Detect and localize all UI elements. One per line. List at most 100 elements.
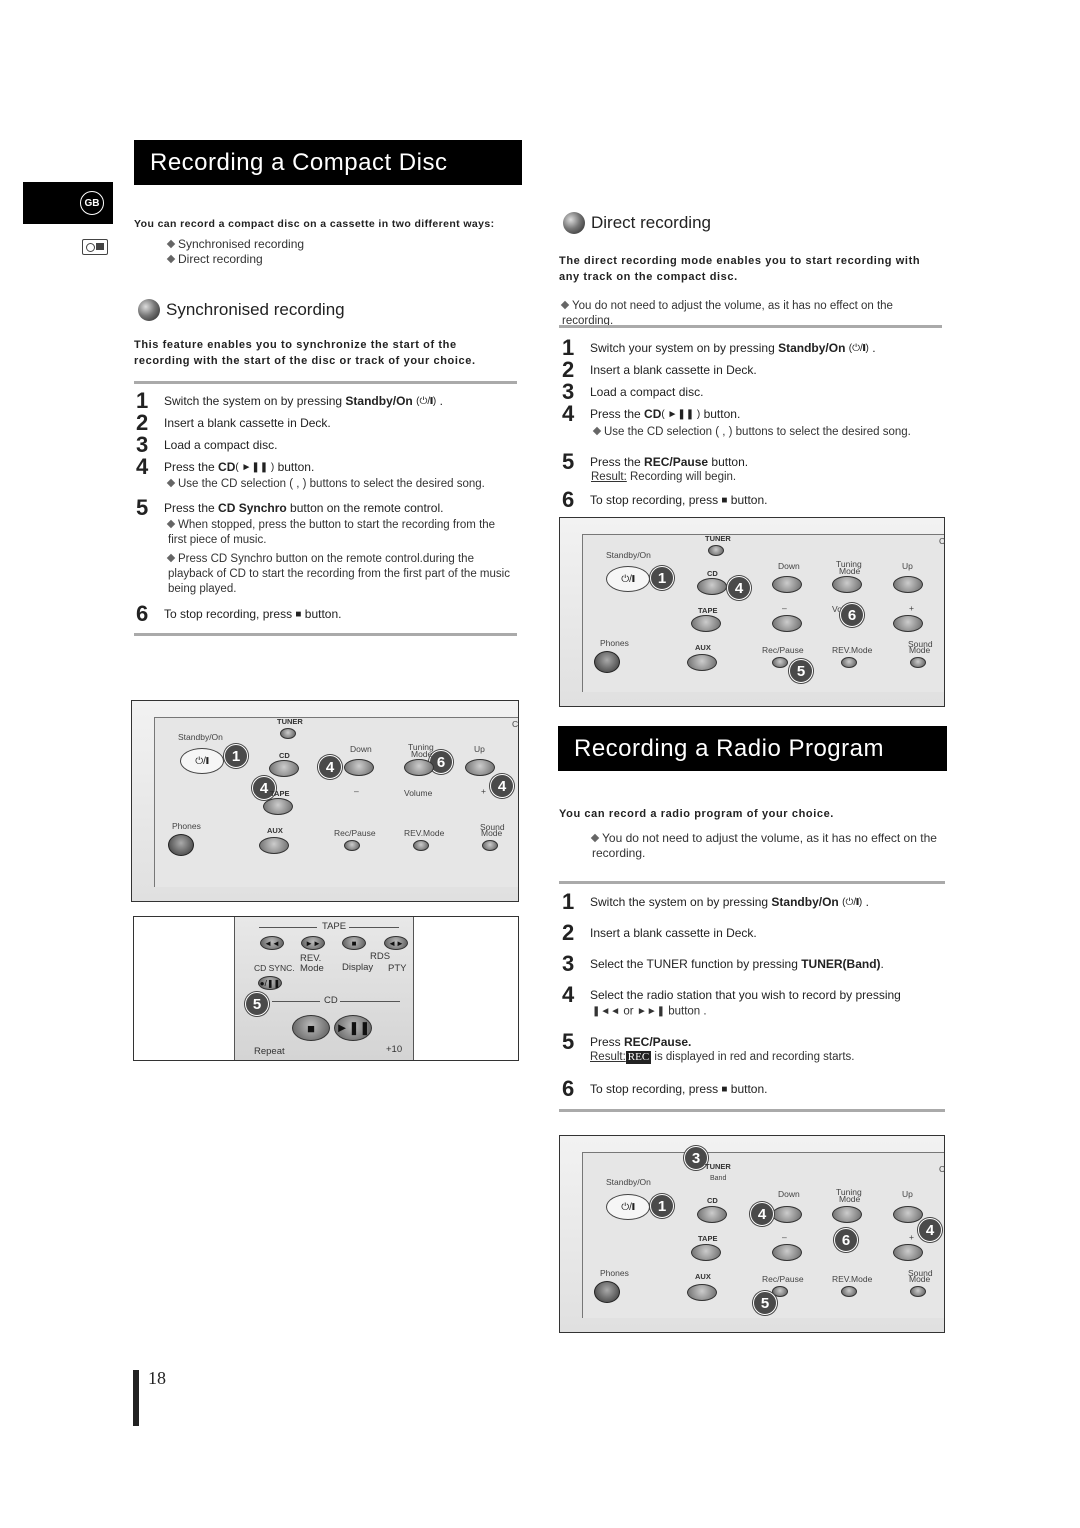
band-label: Band (710, 1175, 727, 1182)
stop-button[interactable] (832, 576, 862, 593)
cd-stop-button[interactable]: ■ (292, 1015, 330, 1041)
callout-6: 6 (834, 1228, 858, 1252)
sphere-icon (138, 299, 160, 321)
tape-button[interactable] (691, 615, 721, 632)
callout-4c: 4 (490, 774, 514, 798)
panel-edge-label: C (939, 536, 946, 546)
cd-play-button[interactable] (697, 1206, 727, 1223)
remote-pty-label: PTY (388, 963, 407, 974)
aux-label: AUX (695, 643, 711, 652)
power-icon: (⏻/❙) (416, 396, 437, 408)
remote-tape-line (259, 927, 317, 928)
band-button[interactable] (708, 545, 724, 556)
aux-button[interactable] (259, 837, 289, 854)
stop-button[interactable] (832, 1206, 862, 1223)
way-label: Synchronised recording (178, 237, 305, 251)
sound-mode-label: Mode (909, 1274, 931, 1284)
stop-button[interactable] (404, 759, 434, 776)
callout-4: 4 (750, 1202, 774, 1226)
sync-title: Synchronised recording (138, 299, 345, 321)
volume-down-button[interactable] (772, 1244, 802, 1261)
divider (559, 325, 942, 328)
phones-jack[interactable] (594, 651, 620, 673)
tape-label: TAPE (698, 1234, 718, 1243)
sound-mode-button[interactable] (910, 657, 926, 668)
rec-pause-button[interactable] (772, 1286, 788, 1297)
phones-label: Phones (600, 638, 629, 648)
remote-cd-sync-label: CD SYNC. (254, 963, 295, 973)
phones-jack[interactable] (168, 834, 194, 856)
standby-label: Standby/On (606, 1177, 651, 1187)
tuning-down-button[interactable] (772, 1206, 802, 1223)
sound-mode-button[interactable] (482, 840, 498, 851)
remote-cd-line (272, 1001, 320, 1002)
tuning-up-button[interactable] (893, 1206, 923, 1223)
panel-edge-label: C (512, 719, 519, 729)
rec-pause-button[interactable] (772, 657, 788, 668)
standby-button[interactable]: ⏻/❙ (606, 566, 650, 592)
volume-minus: – (782, 1232, 787, 1242)
tape-button[interactable] (691, 1244, 721, 1261)
rec-pause-button[interactable] (344, 840, 360, 851)
remote-rds-label: RDS (370, 951, 391, 962)
cd-section-banner: Recording a Compact Disc (134, 140, 522, 185)
tape-label: TAPE (698, 606, 718, 615)
phones-jack[interactable] (594, 1281, 620, 1303)
volume-minus: – (354, 786, 359, 796)
band-button[interactable] (280, 728, 296, 739)
way-label: Direct recording (178, 252, 263, 266)
tuning-down-button[interactable] (344, 759, 374, 776)
tuner-label: TUNER (705, 534, 731, 543)
sound-mode-button[interactable] (910, 1286, 926, 1297)
standby-button[interactable]: ⏻/❙ (606, 1194, 650, 1220)
volume-down-button[interactable] (772, 615, 802, 632)
volume-up-button[interactable] (893, 615, 923, 632)
sound-label: Sound (908, 1268, 933, 1278)
panel-face (154, 717, 518, 887)
tuning-up-button[interactable] (465, 759, 495, 776)
aux-button[interactable] (687, 654, 717, 671)
rec-indicator: REC (625, 1051, 652, 1064)
stop-icon: ■ (721, 495, 728, 507)
fast-forward-button[interactable]: ►► (301, 936, 325, 950)
phones-label: Phones (600, 1268, 629, 1278)
remote-control-figure: TAPE ◄◄ ►► ■ ◄► REV. RDS CD SYNC. Mode D… (133, 916, 519, 1061)
remote-rev-label: REV. (300, 953, 322, 964)
rev-mode-label: REV.Mode (404, 828, 445, 838)
sync-step5-note-2: Press CD Synchro button on the remote co… (166, 553, 510, 595)
tape-button[interactable] (263, 798, 293, 815)
tape-stop-button[interactable]: ■ (342, 936, 366, 950)
tuning-down-button[interactable] (772, 576, 802, 593)
standby-label: Standby/On (178, 732, 223, 742)
tape-play-button[interactable]: ◄► (384, 936, 408, 950)
volume-label: Volume (404, 788, 433, 798)
cd-label: CD (707, 1196, 718, 1205)
cd-play-pause-button[interactable]: ►❚❚ (334, 1015, 372, 1041)
skip-back-icon: ❚◄◄ (592, 1006, 621, 1017)
remote-repeat-label: Repeat (254, 1046, 285, 1057)
tuning-label: Tuning (836, 1187, 862, 1197)
sound-mode-label: Mode (481, 828, 503, 838)
mode-label: Mode (411, 749, 433, 759)
standby-button[interactable]: ⏻/❙ (180, 748, 224, 774)
divider (134, 381, 517, 384)
callout-4b: 4 (252, 776, 276, 800)
panel-edge-label: C (939, 1164, 946, 1174)
tuning-up-button[interactable] (893, 576, 923, 593)
play-pause-icon: ( ►❚❚ ) (661, 409, 701, 421)
rev-mode-button[interactable] (841, 657, 857, 668)
rev-mode-button[interactable] (413, 840, 429, 851)
cd-sync-button[interactable]: ●/❚❚ (258, 976, 282, 990)
rev-mode-button[interactable] (841, 1286, 857, 1297)
cd-play-button[interactable] (269, 760, 299, 777)
volume-up-button[interactable] (893, 1244, 923, 1261)
rewind-button[interactable]: ◄◄ (260, 936, 284, 950)
down-label: Down (350, 744, 372, 754)
aux-button[interactable] (687, 1284, 717, 1301)
cd-play-button[interactable] (697, 578, 727, 595)
